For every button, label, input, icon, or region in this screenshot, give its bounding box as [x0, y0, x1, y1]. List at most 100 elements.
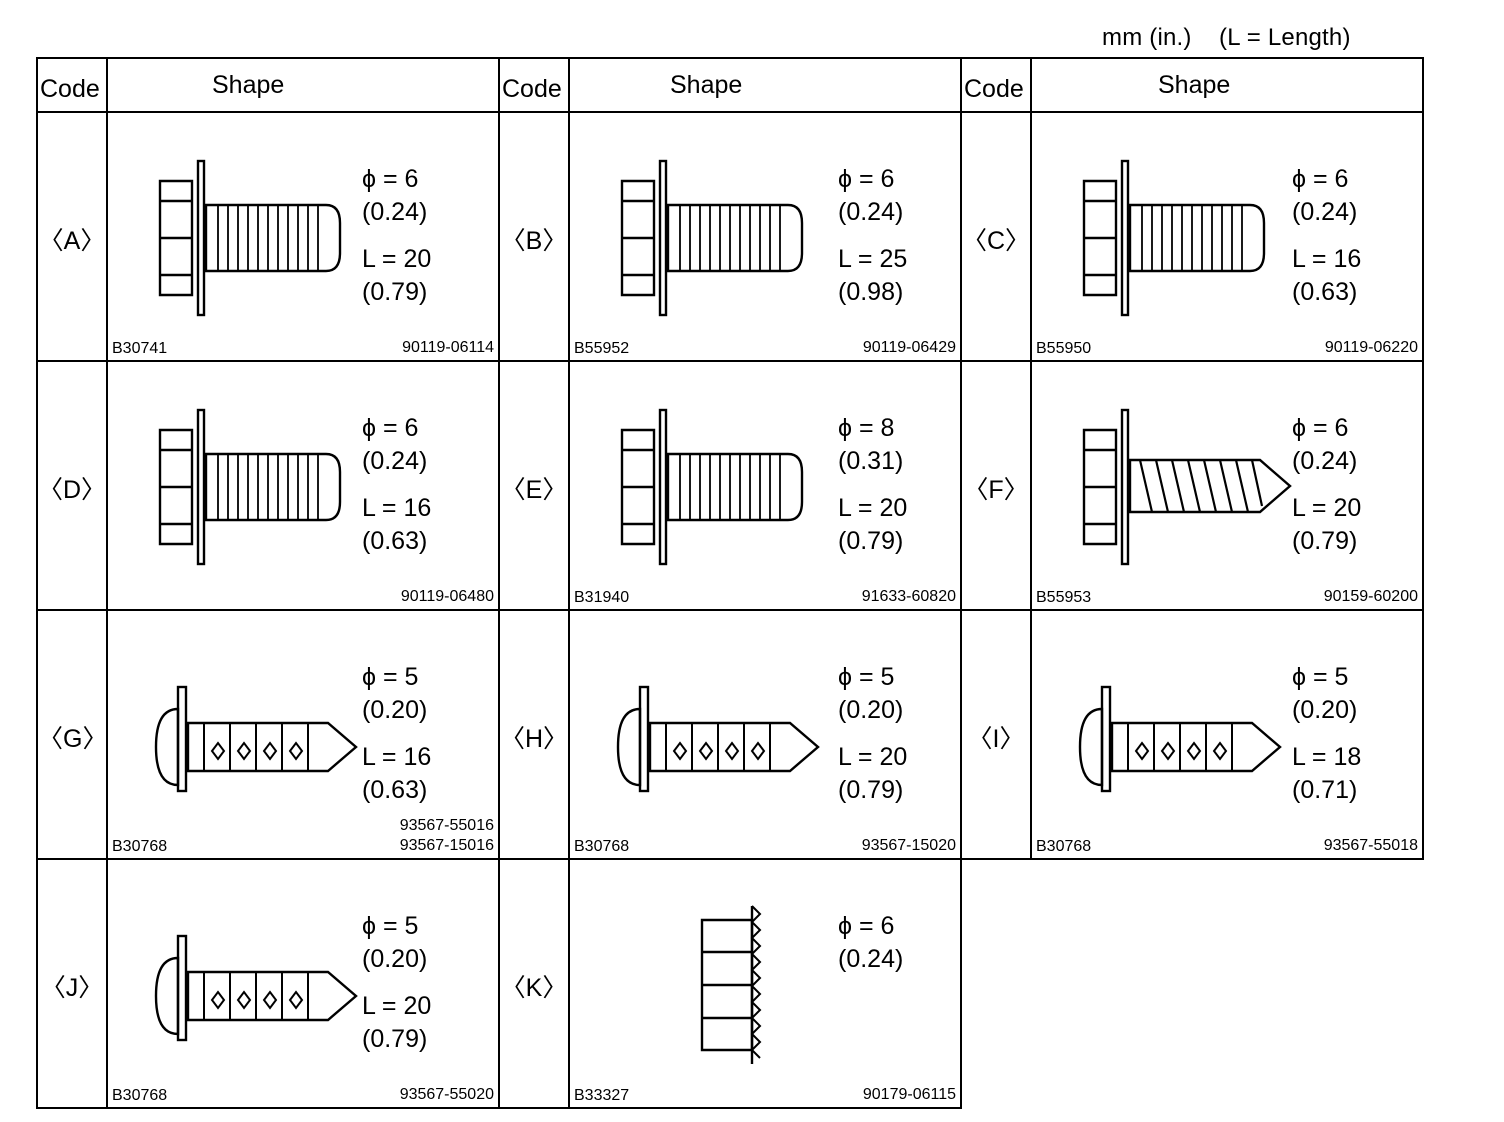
length-in: (0.71) — [1292, 776, 1358, 804]
diameter-in: (0.31) — [838, 447, 904, 475]
code-cell: 〈J〉 — [36, 858, 108, 1109]
code-cell: 〈K〉 — [498, 858, 570, 1109]
part-number: 90119-06220 — [1324, 339, 1418, 356]
length-mm: L = 20 — [362, 245, 432, 273]
diameter-mm: ϕ = 6 — [838, 165, 895, 193]
part-number: 90119-06429 — [862, 339, 956, 356]
hex-bolt-washer-icon — [130, 402, 370, 572]
part-number: 93567-55016 — [399, 817, 494, 834]
diameter-mm: ϕ = 5 — [362, 912, 419, 940]
code-cell: 〈D〉 — [36, 360, 108, 611]
length-in: (0.63) — [362, 776, 428, 804]
figure-number: B55952 — [574, 340, 630, 357]
diameter-spec: ϕ = 6(0.24)L = 20(0.79) — [1292, 412, 1361, 558]
diameter-spec: ϕ = 6 (0.24) L = 25 (0.98) — [838, 163, 907, 309]
diameter-mm: ϕ = 8 — [838, 414, 895, 442]
length-mm: L = 20 — [1292, 494, 1362, 522]
part-number: 93567-15020 — [861, 837, 956, 854]
code-label: 〈B〉 — [500, 227, 568, 255]
diameter-in: (0.24) — [838, 945, 904, 973]
code-label: 〈D〉 — [38, 476, 107, 504]
diameter-in: (0.24) — [1292, 198, 1358, 226]
hex-bolt-washer-icon — [592, 402, 832, 572]
shape-cell: ϕ = 6(0.24)L = 16(0.63)90119-06480 — [106, 360, 500, 611]
part-number: 90179-06115 — [862, 1086, 956, 1103]
code-header: Code — [36, 57, 108, 113]
code-label: 〈E〉 — [500, 476, 568, 504]
diameter-spec: ϕ = 6 (0.24) L = 16 (0.63) — [1292, 163, 1361, 309]
length-in: (0.79) — [838, 776, 904, 804]
length-mm: L = 20 — [838, 743, 908, 771]
length-mm: L = 18 — [1292, 743, 1362, 771]
part-number-list: 90119-06220 — [1325, 338, 1418, 358]
part-number: 93567-15016 — [399, 837, 494, 854]
diameter-mm: ϕ = 6 — [362, 165, 419, 193]
figure-number: B30768 — [112, 1087, 168, 1104]
figure-number: B33327 — [574, 1087, 630, 1104]
part-number: 90119-06480 — [400, 588, 494, 605]
hex-bolt-washer-icon — [592, 153, 832, 323]
diameter-mm: ϕ = 6 — [1292, 165, 1349, 193]
length-mm: L = 16 — [1292, 245, 1362, 273]
code-cell: 〈E〉 — [498, 360, 570, 611]
length-in: (0.79) — [1292, 527, 1358, 555]
shape-header: Shape — [1030, 57, 1424, 113]
part-number-list: 93567-15020 — [862, 836, 956, 856]
diameter-mm: ϕ = 5 — [838, 663, 895, 691]
diameter-spec: ϕ = 5(0.20)L = 20(0.79) — [362, 910, 431, 1056]
table-row: 〈D〉ϕ = 6(0.24)L = 16(0.63)90119-06480〈E〉… — [36, 360, 1424, 611]
part-number-list: 90119-06429 — [863, 338, 956, 358]
diameter-in: (0.20) — [838, 696, 904, 724]
code-cell: 〈A〉 — [36, 111, 108, 362]
shape-cell: ϕ = 6(0.24) B33327 90179-06115 — [568, 858, 962, 1109]
table-row: 〈A〉 ϕ = 6(0.24)L = 20(0.79) B30741 90119-06… — [36, 111, 1424, 362]
code-header: Code — [498, 57, 570, 113]
code-cell: 〈I〉 — [960, 609, 1032, 860]
code-label: 〈K〉 — [500, 974, 568, 1002]
diameter-spec: ϕ = 8 (0.31) L = 20 (0.79) — [838, 412, 907, 558]
length-in: (0.63) — [362, 527, 428, 555]
code-label: 〈C〉 — [962, 227, 1031, 255]
length-mm: L = 25 — [838, 245, 908, 273]
diameter-in: (0.24) — [838, 198, 904, 226]
length-in: (0.98) — [838, 278, 904, 306]
part-number: 93567-55020 — [399, 1086, 494, 1103]
part-number-list: 90159-60200 — [1324, 587, 1418, 607]
code-label: 〈F〉 — [963, 476, 1029, 504]
pan-tapping-screw-icon — [1054, 651, 1294, 821]
hex-bolt-washer-icon — [1054, 153, 1294, 323]
length-mm: L = 16 — [362, 494, 432, 522]
length-mm: L = 20 — [838, 494, 908, 522]
length-in: (0.63) — [1292, 278, 1358, 306]
diameter-spec: ϕ = 6(0.24)L = 20(0.79) — [362, 163, 431, 309]
shape-header: Shape — [568, 57, 962, 113]
header-row: Code Shape Code Shape Code Shape — [36, 57, 1424, 113]
part-number-list: 90119-06114 — [402, 338, 494, 358]
part-number-list: 93567-55018 — [1324, 836, 1418, 856]
length-in: (0.79) — [838, 527, 904, 555]
length-mm: L = 20 — [362, 992, 432, 1020]
code-header: Code — [960, 57, 1032, 113]
diameter-mm: ϕ = 6 — [1292, 414, 1349, 442]
shape-header: Shape — [106, 57, 500, 113]
part-number: 91633-60820 — [861, 588, 956, 605]
pan-tapping-screw-icon — [592, 651, 832, 821]
diameter-in: (0.20) — [362, 945, 428, 973]
figure-number: B30768 — [1036, 838, 1092, 855]
code-cell: 〈F〉 — [960, 360, 1032, 611]
part-number-list: 93567-55020 — [400, 1085, 494, 1105]
diameter-mm: ϕ = 5 — [362, 663, 419, 691]
code-cell: 〈G〉 — [36, 609, 108, 860]
diameter-mm: ϕ = 5 — [1292, 663, 1349, 691]
diameter-mm: ϕ = 6 — [362, 414, 419, 442]
figure-number: B30741 — [112, 340, 168, 357]
part-number-list: 90119-06480 — [401, 587, 494, 607]
diameter-spec: ϕ = 6(0.24) — [838, 910, 903, 990]
diameter-in: (0.20) — [362, 696, 428, 724]
